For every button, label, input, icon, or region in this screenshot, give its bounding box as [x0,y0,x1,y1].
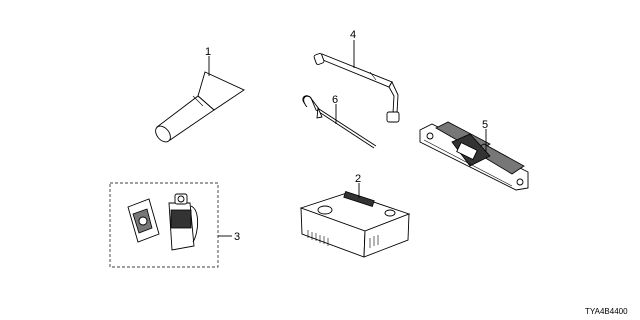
part-5-scissor-jack[interactable] [419,121,529,191]
part-6-hook-bar[interactable] [302,95,377,149]
callout-1: 1 [205,46,211,58]
callout-3: 3 [234,231,240,243]
part-3-repair-kit[interactable] [109,182,219,268]
callout-6: 6 [332,94,338,106]
callout-4: 4 [350,29,356,41]
kit-outline [109,182,219,268]
part-1-funnel[interactable] [153,71,245,145]
part-2-compressor[interactable] [299,191,411,258]
callout-5: 5 [482,119,488,131]
diagram-code: TYA4B4400 [585,307,628,316]
part-4-wrench[interactable] [313,53,400,123]
callout-2: 2 [355,173,361,185]
